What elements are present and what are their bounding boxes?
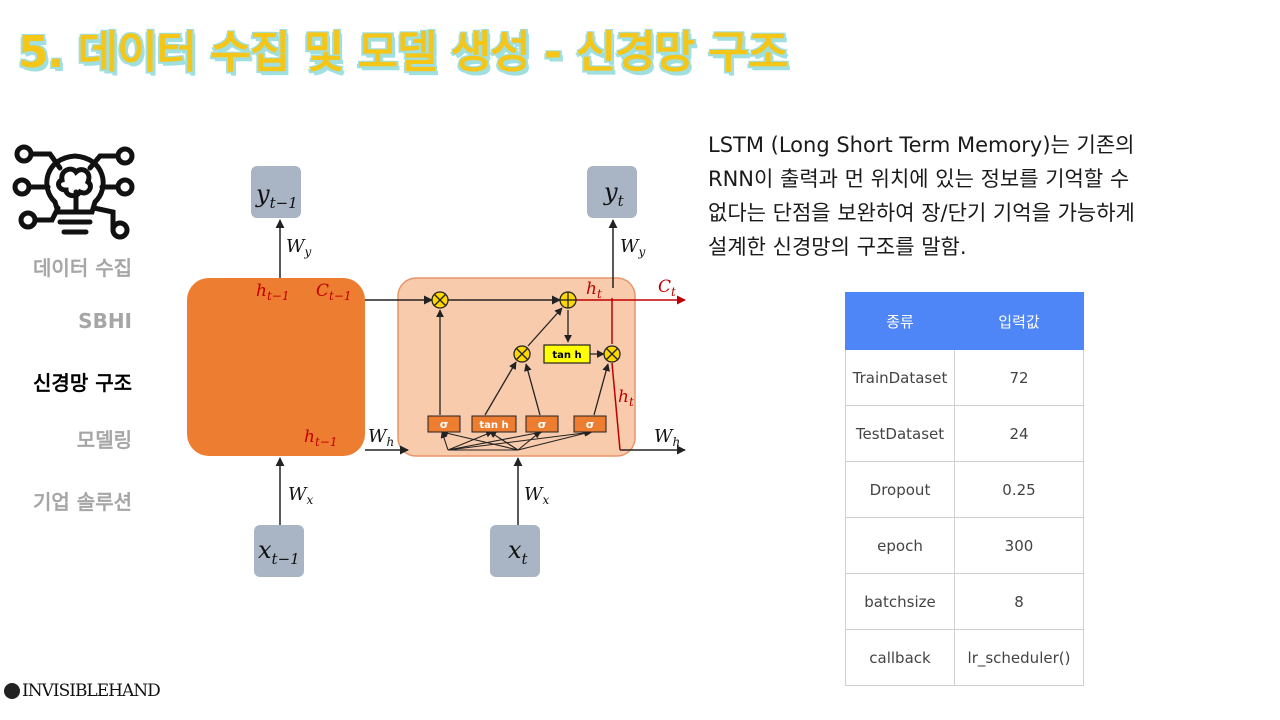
wx-current-label: Wx (524, 484, 550, 507)
description-line: 설계한 신경망의 구조를 말함. (708, 235, 967, 259)
h-t-top-label: ht (586, 279, 602, 301)
nav-item-data-collection[interactable]: 데이터 수집 (33, 256, 132, 280)
c-prev-label: Ct−1 (316, 281, 352, 303)
wx-prev-label: Wx (288, 484, 314, 507)
table-header-row: 종류 입력값 (845, 292, 1084, 350)
h-prev-bottom-label: ht−1 (304, 427, 337, 449)
input-box-current (490, 525, 540, 577)
lstm-diagram: σ tan h σ σ tan h yt−1 yt xt−1 xt Wy Wy … (187, 166, 686, 577)
param-value: 8 (954, 573, 1084, 630)
wy-prev-label: Wy (286, 236, 312, 259)
y-prev-label: yt−1 (255, 180, 298, 212)
x-t-label: xt (508, 536, 529, 568)
wh-prev-label: Wh (368, 426, 394, 449)
description-line: 없다는 단점을 보완하여 장/단기 기억을 가능하게 (708, 201, 1135, 225)
output-box-prev (251, 166, 301, 218)
column-header-value: 입력값 (954, 292, 1084, 350)
input-box-prev (254, 525, 304, 577)
param-value: 24 (954, 405, 1084, 462)
wy-current-label: Wy (620, 236, 646, 259)
column-header-type: 종류 (845, 292, 955, 350)
gate-forget-label: σ (440, 418, 449, 431)
gate-input-label: σ (538, 418, 547, 431)
description-line: LSTM (Long Short Term Memory)는 기존의 (708, 133, 1135, 157)
param-name: TrainDataset (845, 349, 955, 406)
nav-item-modeling[interactable]: 모델링 (76, 428, 132, 452)
description-line: RNN이 출력과 먼 위치에 있는 정보를 기억할 수 (708, 167, 1130, 191)
x-prev-label: xt−1 (258, 536, 300, 568)
param-name: epoch (845, 517, 955, 574)
param-name: TestDataset (845, 405, 955, 462)
param-name: batchsize (845, 573, 955, 630)
brand-name: INVISIBLEHAND (22, 681, 161, 701)
param-value: 72 (954, 349, 1084, 406)
lstm-description: LSTM (Long Short Term Memory)는 기존의 RNN이 … (708, 128, 1238, 264)
lstm-cell-previous (187, 278, 365, 456)
c-t-label: Ct (658, 277, 676, 299)
nav-item-sbhi[interactable]: SBHI (78, 309, 132, 333)
h-prev-top-label: ht−1 (256, 281, 289, 303)
lstm-cell-current (397, 277, 636, 457)
brand-logo: INVISIBLEHAND (4, 680, 161, 702)
gate-candidate-label: tan h (479, 420, 508, 431)
param-value: lr_scheduler() (954, 629, 1084, 686)
nav-item-neural-network[interactable]: 신경망 구조 (33, 371, 132, 395)
cell-tanh-label: tan h (552, 350, 581, 361)
gate-output-label: σ (586, 418, 595, 431)
wh-current-label: Wh (654, 426, 680, 449)
param-name: callback (845, 629, 955, 686)
param-value: 0.25 (954, 461, 1084, 518)
h-t-side-label: ht (618, 387, 634, 409)
logo-mark-icon (4, 683, 20, 699)
output-box-current (587, 166, 637, 218)
param-value: 300 (954, 517, 1084, 574)
brain-bulb-icon (12, 144, 135, 240)
page-title: 5. 데이터 수집 및 모델 생성 - 신경망 구조 (18, 27, 788, 78)
y-t-label: yt (603, 178, 625, 210)
nav-item-business-solution[interactable]: 기업 솔루션 (33, 490, 132, 514)
param-name: Dropout (845, 461, 955, 518)
